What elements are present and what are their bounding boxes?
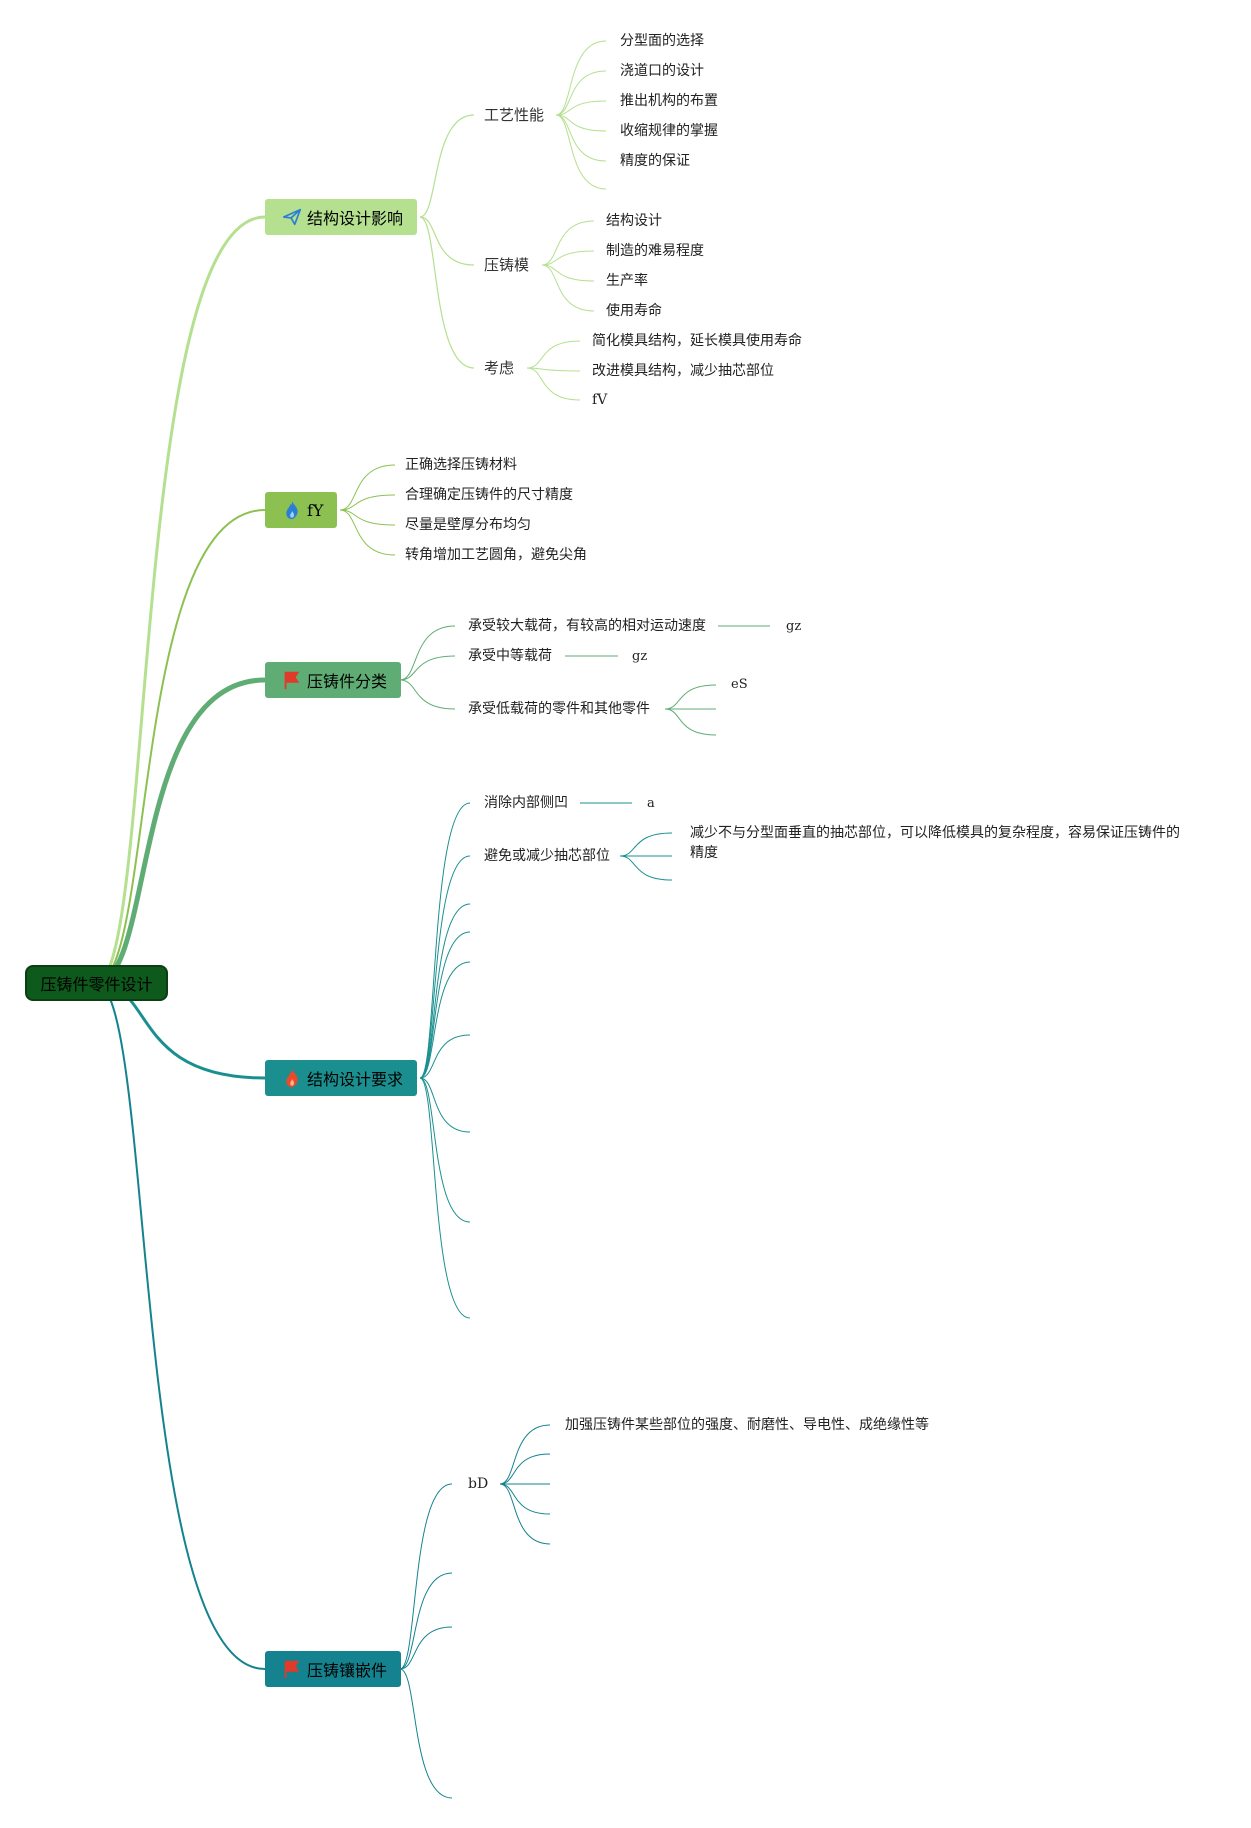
flame-icon xyxy=(286,500,298,520)
branch-label: 结构设计要求 xyxy=(307,1070,404,1089)
branch-link xyxy=(419,802,471,1079)
root-link xyxy=(95,215,266,985)
leaf-link xyxy=(541,264,595,282)
branch-link xyxy=(419,216,475,369)
branch-structure-influence[interactable]: 结构设计影响 xyxy=(265,199,418,235)
branch-link xyxy=(399,1668,453,1799)
leaf-link xyxy=(499,1424,551,1485)
leaf-link xyxy=(555,114,607,190)
branch-link xyxy=(419,855,471,1079)
branch-label: 压铸镶嵌件 xyxy=(307,1661,388,1680)
leaf-link xyxy=(541,220,595,266)
leaf-link xyxy=(526,340,581,369)
branch-label: 压铸件分类 xyxy=(307,672,388,691)
leaf[interactable]: 使用寿命 xyxy=(606,303,662,319)
branch-link xyxy=(399,1626,453,1670)
leaf-link xyxy=(555,114,607,132)
leaf-link xyxy=(555,40,607,116)
leaf[interactable]: 合理确定压铸件的尺寸精度 xyxy=(405,487,573,503)
branch-link xyxy=(419,216,475,266)
leaf-link xyxy=(339,509,396,556)
leaf[interactable]: 精度的保证 xyxy=(620,153,690,169)
topic-bd[interactable]: bD xyxy=(468,1476,489,1492)
root-link xyxy=(95,509,266,984)
branch-classification[interactable]: 压铸件分类 xyxy=(265,662,402,698)
leaf-link xyxy=(555,100,607,116)
leaf-link xyxy=(619,832,673,857)
leaf-tail[interactable]: eS xyxy=(731,677,748,692)
leaf-tail[interactable]: 加强压铸件某些部位的强度、耐磨性、导电性、成绝缘性等 xyxy=(565,1417,929,1433)
topic-process[interactable]: 工艺性能 xyxy=(484,106,545,124)
leaf-tail[interactable]: 减少不与分型面垂直的抽芯部位，可以降低模具的复杂程度，容易保证压铸件的精度 xyxy=(690,825,1180,861)
branch-label: 结构设计影响 xyxy=(307,209,404,228)
leaf[interactable]: 收缩规律的掌握 xyxy=(620,123,718,139)
leaf-tail[interactable]: gz xyxy=(786,619,802,634)
leaf[interactable]: 推出机构的布置 xyxy=(620,93,718,109)
leaf-link xyxy=(541,264,595,312)
leaf[interactable]: 尽量是壁厚分布均匀 xyxy=(405,517,531,533)
branch-link xyxy=(419,1077,471,1133)
leaf[interactable]: 承受低载荷的零件和其他零件 xyxy=(468,701,650,717)
leaf[interactable]: 承受较大载荷，有较高的相对运动速度 xyxy=(468,618,706,634)
leaf-link xyxy=(499,1453,551,1485)
leaf-link xyxy=(339,494,396,511)
branch-link xyxy=(419,961,471,1079)
root-link xyxy=(95,982,266,1670)
leaf-link xyxy=(526,367,581,372)
flame-icon xyxy=(286,1068,298,1088)
leaf[interactable]: 避免或减少抽芯部位 xyxy=(484,848,610,864)
branch-fy[interactable]: fY xyxy=(265,492,338,528)
leaf-link xyxy=(499,1483,551,1545)
branch-link xyxy=(419,114,475,218)
leaf[interactable]: 转角增加工艺圆角，避免尖角 xyxy=(405,547,587,563)
root-topic[interactable]: 压铸件零件设计 xyxy=(25,965,168,1001)
root-label: 压铸件零件设计 xyxy=(40,975,153,994)
topic-consider[interactable]: 考虑 xyxy=(484,359,515,377)
branch-link xyxy=(399,1483,453,1670)
leaf-link xyxy=(499,1483,551,1515)
leaf-tail[interactable]: gz xyxy=(632,649,648,664)
leaf-link xyxy=(541,250,595,266)
leaf-link xyxy=(555,70,607,116)
leaf[interactable]: 浇道口的设计 xyxy=(620,63,704,79)
leaf-link xyxy=(399,655,456,681)
leaf[interactable]: 正确选择压铸材料 xyxy=(405,457,517,473)
leaf[interactable]: 制造的难易程度 xyxy=(606,243,704,259)
topic-die[interactable]: 压铸模 xyxy=(484,256,530,274)
leaf-link xyxy=(339,509,396,526)
leaf[interactable]: 改进模具结构，减少抽芯部位 xyxy=(592,363,774,379)
leaf-link xyxy=(399,679,456,710)
leaf-link xyxy=(526,367,581,401)
leaf-link xyxy=(399,625,456,681)
flag-icon xyxy=(284,1660,300,1679)
leaf[interactable]: 结构设计 xyxy=(606,213,662,229)
leaf-tail[interactable]: a xyxy=(647,796,655,811)
leaf[interactable]: 消除内部侧凹 xyxy=(484,795,568,811)
branch-link xyxy=(419,1077,471,1319)
branch-inserts[interactable]: 压铸镶嵌件 xyxy=(265,1651,402,1687)
flag-icon xyxy=(284,671,300,690)
branch-link xyxy=(419,1077,471,1223)
leaf[interactable]: 承受中等载荷 xyxy=(468,648,552,664)
branch-link xyxy=(419,931,471,1079)
leaf[interactable]: 分型面的选择 xyxy=(620,33,704,49)
branch-design-requirements[interactable]: 结构设计要求 xyxy=(265,1060,418,1096)
leaf[interactable]: 生产率 xyxy=(606,273,648,289)
leaf-link xyxy=(664,684,717,710)
leaf[interactable]: fV xyxy=(592,392,608,408)
branch-label: fY xyxy=(307,500,324,520)
paper-plane-icon xyxy=(282,208,302,226)
leaf[interactable]: 简化模具结构，延长模具使用寿命 xyxy=(592,333,802,349)
leaf-link xyxy=(664,708,717,736)
root-link xyxy=(95,677,266,986)
branch-link xyxy=(419,1034,471,1079)
leaf-link xyxy=(555,114,607,162)
leaf-link xyxy=(339,464,396,511)
branch-link xyxy=(399,1572,453,1670)
leaf-link xyxy=(619,855,673,881)
